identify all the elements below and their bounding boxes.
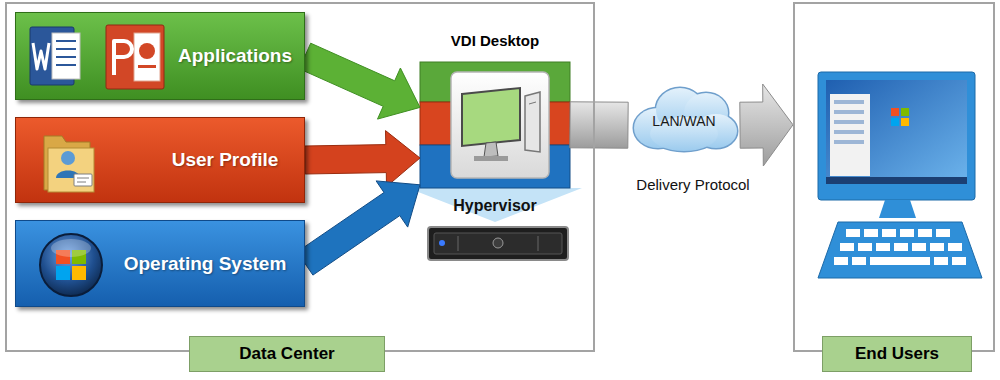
rect-part bbox=[948, 243, 962, 251]
rect-part bbox=[858, 243, 872, 251]
flow-arrow bbox=[570, 102, 628, 148]
line-part bbox=[56, 40, 76, 42]
rect-part bbox=[936, 229, 950, 237]
rect-part bbox=[834, 140, 864, 144]
server-icon bbox=[428, 227, 568, 260]
rect-part bbox=[134, 33, 160, 81]
flow-arrow bbox=[297, 181, 420, 275]
rect-part bbox=[74, 174, 92, 186]
rect-part bbox=[952, 257, 966, 265]
flow-arrow bbox=[299, 43, 420, 119]
rect-part bbox=[474, 156, 508, 161]
office-icons bbox=[22, 19, 172, 95]
rect-part bbox=[930, 243, 944, 251]
rect-part bbox=[56, 266, 70, 280]
rect-part bbox=[826, 177, 967, 184]
windows-orb-icon bbox=[36, 230, 106, 300]
rect-part bbox=[834, 100, 864, 104]
rect-part bbox=[834, 130, 864, 134]
line-part bbox=[56, 56, 76, 58]
rect-part bbox=[834, 110, 864, 114]
protocol-label: Delivery Protocol bbox=[636, 176, 749, 193]
bar-title: Operating System bbox=[124, 253, 287, 275]
rect-part bbox=[846, 229, 860, 237]
polyline-part bbox=[33, 43, 49, 69]
rect-part bbox=[818, 72, 975, 200]
rect-part bbox=[834, 120, 864, 124]
desktop-heading: VDI Desktop bbox=[400, 32, 590, 49]
rect-part bbox=[72, 266, 86, 280]
rect-part bbox=[918, 229, 932, 237]
rect-part bbox=[864, 229, 878, 237]
line-part bbox=[56, 64, 76, 66]
flow-arrow bbox=[305, 131, 420, 187]
circle-part bbox=[493, 238, 503, 248]
line-part bbox=[538, 236, 539, 251]
rect-part bbox=[840, 243, 854, 251]
hypervisor-triangle bbox=[408, 188, 582, 222]
polygon-part bbox=[408, 188, 582, 222]
rect-part bbox=[870, 257, 930, 265]
polygon-part bbox=[484, 142, 498, 157]
rect-part bbox=[894, 243, 908, 251]
rect-part bbox=[876, 243, 890, 251]
user-profile-bar: User Profile bbox=[15, 117, 305, 203]
rect-part bbox=[934, 257, 948, 265]
path-part bbox=[114, 41, 132, 75]
vdi-stack bbox=[420, 62, 570, 188]
user-computer bbox=[818, 72, 982, 278]
rect-part bbox=[451, 72, 549, 178]
line-part bbox=[56, 48, 76, 50]
ellipse-part bbox=[51, 239, 91, 257]
polygon-part bbox=[525, 92, 540, 152]
rect-part bbox=[912, 243, 926, 251]
rect-part bbox=[900, 229, 914, 237]
rect-part bbox=[901, 118, 909, 126]
rect-part bbox=[834, 257, 848, 265]
rect-part bbox=[826, 80, 967, 184]
circle-part bbox=[61, 151, 75, 165]
line-part bbox=[529, 102, 536, 104]
line-part bbox=[77, 182, 86, 183]
rect-part bbox=[882, 229, 896, 237]
rect-part bbox=[434, 233, 562, 254]
rect-part bbox=[901, 108, 909, 116]
rect-part bbox=[52, 33, 80, 79]
network-cloud: LAN/WAN bbox=[628, 82, 740, 154]
user-profile-icon bbox=[34, 124, 104, 200]
rect-part bbox=[891, 118, 899, 126]
cloud-label: LAN/WAN bbox=[652, 113, 715, 129]
end-users-region: End Users bbox=[793, 2, 995, 352]
data-center-region: Data Center Applications User Profile bbox=[5, 2, 595, 352]
region-heading-tab: End Users bbox=[822, 336, 972, 372]
polygon-part bbox=[818, 222, 982, 278]
circle-part bbox=[439, 240, 445, 246]
circle-part bbox=[40, 234, 102, 296]
bar-title: Applications bbox=[178, 45, 292, 67]
rect-part bbox=[852, 257, 866, 265]
region-heading-tab: Data Center bbox=[189, 336, 385, 372]
vdi-desktop-box: VDI Desktop bbox=[420, 30, 570, 188]
circle-part bbox=[139, 43, 155, 59]
line-part bbox=[458, 236, 459, 251]
polygon-part bbox=[462, 88, 520, 146]
rect-part bbox=[891, 108, 899, 116]
rect-part bbox=[428, 227, 568, 260]
applications-bar: Applications bbox=[15, 12, 305, 100]
rect-part bbox=[138, 65, 156, 68]
hypervisor-label: Hypervisor bbox=[453, 197, 537, 215]
line-part bbox=[77, 178, 89, 179]
rect-part bbox=[830, 94, 870, 176]
bar-title: User Profile bbox=[172, 149, 279, 171]
rect-part bbox=[48, 148, 94, 192]
flow-arrow bbox=[740, 84, 793, 166]
polygon-part bbox=[879, 200, 916, 218]
rect-part bbox=[106, 25, 164, 89]
operating-system-bar: Operating System bbox=[15, 220, 305, 307]
